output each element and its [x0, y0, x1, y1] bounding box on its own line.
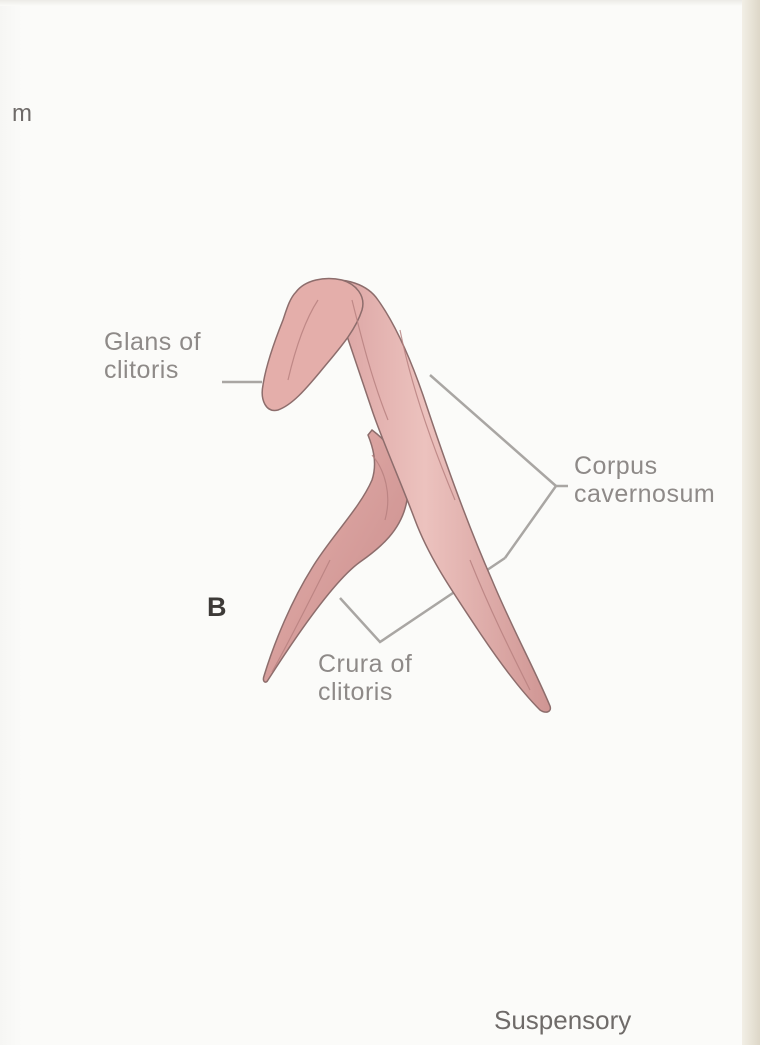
glans-label-line-1: Glans of: [104, 328, 201, 356]
glans-of-clitoris-label: Glans of clitoris: [104, 328, 201, 384]
crura-label-line-1: Crura of: [318, 650, 412, 678]
glans-label-line-2: clitoris: [104, 356, 201, 384]
glans-shape: [262, 279, 363, 411]
crura-of-clitoris-label: Crura of clitoris: [318, 650, 412, 706]
left-crus-shape: [263, 430, 407, 682]
panel-letter-b: B: [207, 592, 227, 623]
corpus-label-line-1: Corpus: [574, 452, 715, 480]
corpus-cavernosum-label: Corpus cavernosum: [574, 452, 715, 508]
suspensory-label: Suspensory: [494, 1005, 631, 1036]
corpus-label-line-2: cavernosum: [574, 480, 715, 508]
cropped-label-fragment: m: [12, 100, 32, 128]
corpus-cavernosum-shape: [322, 280, 550, 712]
crura-label-line-2: clitoris: [318, 678, 412, 706]
